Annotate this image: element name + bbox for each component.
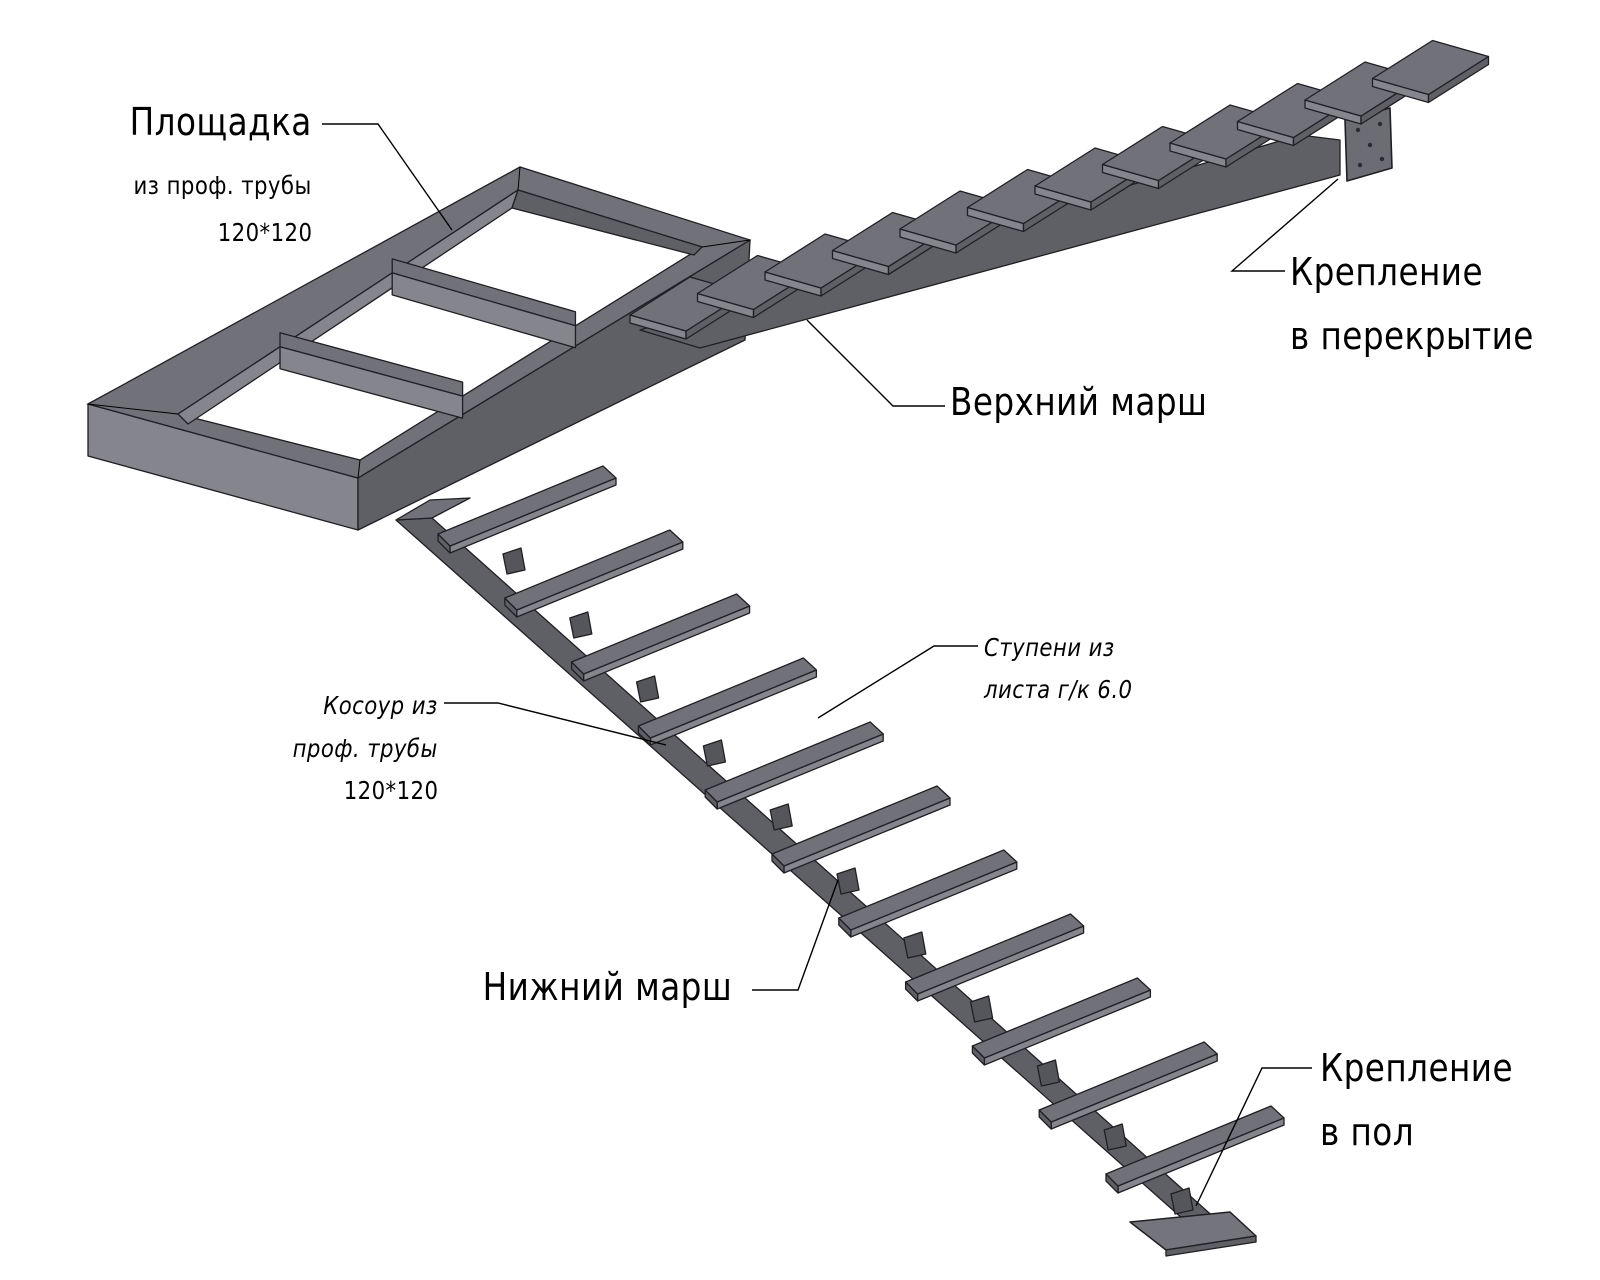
lower-tread-8-top bbox=[904, 913, 1085, 995]
lower-tread-6-bracket bbox=[836, 867, 860, 895]
ceiling-mount-bolt-2 bbox=[1377, 121, 1383, 127]
lower-tread-5-top bbox=[704, 721, 884, 803]
lower-flight-leader bbox=[752, 879, 839, 991]
lower-flight bbox=[395, 465, 1285, 1257]
lower-tread-1-top bbox=[437, 465, 617, 547]
lower-tread-1-bracket bbox=[502, 547, 526, 575]
lower-tread-6-top bbox=[771, 785, 951, 867]
lower-tread-1-front bbox=[449, 477, 617, 554]
ceiling-mount-line1: Крепление bbox=[1290, 250, 1484, 294]
upper-flight bbox=[629, 39, 1490, 349]
lower-tread-8-bracket bbox=[969, 995, 994, 1023]
ceiling-mount-leader bbox=[1230, 178, 1339, 272]
upper-flight-leader bbox=[806, 319, 945, 407]
frame-inner-wall-right bbox=[511, 189, 703, 256]
lower-tread-4-bracket bbox=[702, 739, 727, 767]
lower-tread-10-top bbox=[1038, 1041, 1218, 1123]
floor-mount-line2: в пол bbox=[1320, 1110, 1415, 1154]
lower-tread-3-top bbox=[570, 593, 751, 675]
ceiling-mount-bolt-5 bbox=[1367, 142, 1373, 148]
platform-spec-line1: из проф. трубы bbox=[133, 171, 312, 200]
lower-tread-9-bracket bbox=[1036, 1059, 1061, 1087]
lower-flight-label: Нижний марш bbox=[482, 965, 732, 1009]
upper-tread-12-top bbox=[1371, 39, 1490, 96]
floor-mount-leader bbox=[1195, 1067, 1312, 1207]
lower-tread-9-top bbox=[971, 977, 1152, 1059]
frame-miter-2 bbox=[517, 166, 521, 191]
stringer-line1: Косоур из bbox=[323, 691, 438, 720]
lower-stringer-top bbox=[395, 497, 471, 521]
floor-mount-plate-edge bbox=[1165, 1235, 1257, 1257]
lower-tread-7-front bbox=[850, 861, 1018, 938]
ceiling-mount-bolt-1 bbox=[1355, 127, 1361, 133]
lower-tread-10-bracket bbox=[1103, 1123, 1127, 1151]
treads-leader bbox=[817, 645, 978, 719]
lower-tread-11-top bbox=[1105, 1105, 1285, 1187]
frame-crossbar-2-side bbox=[391, 272, 577, 349]
lower-tread-5-front bbox=[716, 733, 884, 810]
ceiling-mount-bolt-3 bbox=[1357, 162, 1363, 168]
upper-flight-label: Верхний марш bbox=[950, 380, 1208, 424]
stringer-line2: проф. трубы bbox=[292, 734, 438, 763]
platform-frame bbox=[86, 166, 752, 531]
lower-tread-7-bracket bbox=[903, 931, 927, 959]
frame-miter-4 bbox=[357, 459, 361, 479]
platform-leader bbox=[322, 123, 453, 231]
leader-lines bbox=[322, 123, 1339, 1207]
lower-tread-6-front bbox=[783, 797, 951, 874]
platform-spec-line2: 120*120 bbox=[217, 218, 312, 247]
lower-tread-5-bracket bbox=[769, 803, 793, 831]
stringer-line3: 120*120 bbox=[343, 776, 438, 805]
platform-title: Площадка bbox=[129, 100, 312, 144]
frame-miter-3 bbox=[701, 239, 751, 248]
lower-tread-3-front bbox=[582, 605, 751, 682]
ceiling-mount-line2: в перекрытие bbox=[1290, 314, 1534, 358]
frame-crossbar-1-side bbox=[279, 346, 464, 419]
frame-miter-1 bbox=[87, 403, 179, 415]
lower-tread-8-front bbox=[916, 925, 1085, 1002]
lower-tread-2-top bbox=[504, 529, 684, 611]
lower-tread-11-bracket bbox=[1170, 1187, 1194, 1215]
lower-tread-2-front bbox=[516, 541, 684, 618]
lower-tread-3-bracket bbox=[635, 675, 660, 703]
lower-tread-10-front bbox=[1050, 1053, 1218, 1130]
treads-line2: листа г/к 6.0 bbox=[984, 675, 1133, 704]
lower-tread-7-top bbox=[838, 849, 1018, 931]
lower-tread-4-top bbox=[637, 657, 818, 739]
treads-line1: Ступени из bbox=[984, 633, 1115, 662]
lower-tread-9-front bbox=[983, 989, 1152, 1066]
floor-mount-line1: Крепление bbox=[1320, 1046, 1514, 1090]
ceiling-mount-bolt-4 bbox=[1379, 156, 1385, 162]
stringer-leader bbox=[444, 702, 667, 746]
lower-tread-2-bracket bbox=[569, 611, 593, 639]
lower-tread-4-front bbox=[649, 669, 818, 746]
